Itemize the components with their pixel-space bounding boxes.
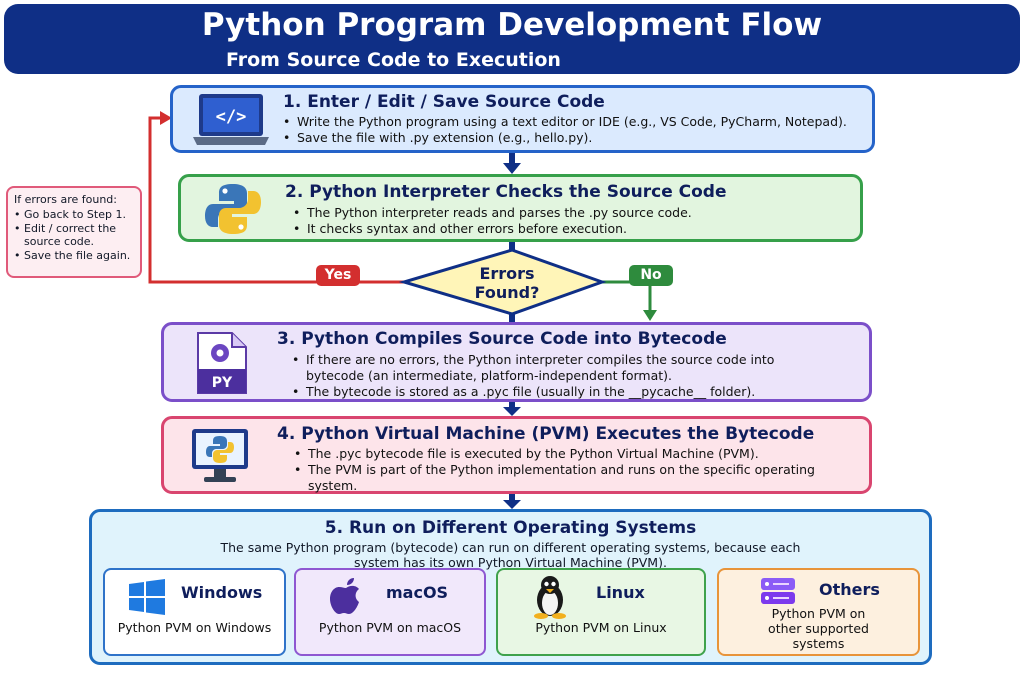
apple-logo-icon bbox=[330, 578, 359, 614]
step3-bullets: If there are no errors, the Python inter… bbox=[292, 352, 832, 400]
no-path-arrowhead bbox=[643, 310, 657, 321]
no-badge: No bbox=[629, 265, 673, 286]
step4-title: 4. Python Virtual Machine (PVM) Executes… bbox=[277, 424, 815, 444]
yes-loop-arrowhead bbox=[160, 111, 172, 125]
windows-logo-icon bbox=[129, 579, 165, 615]
monitor-python-icon bbox=[192, 429, 248, 482]
error-note-item: Save the file again. bbox=[14, 249, 134, 263]
yes-badge: Yes bbox=[316, 265, 360, 286]
step5-description: The same Python program (bytecode) can r… bbox=[220, 540, 801, 570]
os-desc-others: Python PVM on other supported systems bbox=[768, 606, 869, 651]
step3-bullet: If there are no errors, the Python inter… bbox=[292, 352, 832, 384]
step2-title: 2. Python Interpreter Checks the Source … bbox=[285, 182, 727, 202]
server-icon bbox=[761, 578, 795, 604]
error-note-title: If errors are found: bbox=[14, 193, 117, 206]
os-name-linux: Linux bbox=[596, 583, 645, 602]
os-card-others: Others Python PVM on other supported sys… bbox=[717, 568, 920, 656]
error-note-item: Go back to Step 1. bbox=[14, 208, 134, 222]
pyc-file-label: PY bbox=[212, 375, 233, 391]
decision-line1: Errors bbox=[479, 264, 535, 283]
page-subtitle: From Source Code to Execution bbox=[226, 49, 561, 71]
step1-title: 1. Enter / Edit / Save Source Code bbox=[283, 92, 605, 112]
decision-line2: Found? bbox=[474, 283, 540, 302]
os-desc-windows: Python PVM on Windows bbox=[117, 620, 272, 635]
step4-bullet: The .pyc bytecode file is executed by th… bbox=[294, 446, 834, 462]
step3-bullet: The bytecode is stored as a .pyc file (u… bbox=[292, 384, 832, 400]
step5-title: 5. Run on Different Operating Systems bbox=[324, 518, 697, 538]
no-path-line bbox=[602, 280, 652, 312]
arrowhead-step3-step4 bbox=[503, 407, 521, 416]
step4-bullets: The .pyc bytecode file is executed by th… bbox=[294, 446, 834, 494]
step3-box: PY 3. Python Compiles Source Code into B… bbox=[161, 322, 872, 402]
arrowhead-step1-step2 bbox=[503, 163, 521, 174]
os-name-others: Others bbox=[819, 580, 880, 599]
pyc-file-icon: PY bbox=[197, 332, 247, 394]
os-name-macos: macOS bbox=[386, 583, 449, 602]
step2-bullet: The Python interpreter reads and parses … bbox=[293, 205, 692, 221]
linux-tux-icon bbox=[534, 576, 566, 619]
step3-title: 3. Python Compiles Source Code into Byte… bbox=[277, 329, 727, 349]
error-note-item: Edit / correct the source code. bbox=[14, 222, 134, 249]
laptop-code-icon: </> bbox=[193, 94, 269, 145]
svg-text:</>: </> bbox=[216, 107, 247, 127]
step4-bullet: The PVM is part of the Python implementa… bbox=[294, 462, 834, 494]
step1-bullet: Write the Python program using a text ed… bbox=[283, 114, 847, 130]
yes-loop-line bbox=[148, 116, 404, 284]
title-banner: Python Program Development Flow From Sou… bbox=[4, 4, 1020, 74]
decision-diamond bbox=[398, 248, 607, 316]
step1-box: </> 1. Enter / Edit / Save Source Code W… bbox=[170, 85, 875, 153]
os-desc-macos: Python PVM on macOS bbox=[318, 620, 462, 635]
error-note-list: Go back to Step 1. Edit / correct the so… bbox=[14, 208, 134, 262]
decision-label: Errors Found? bbox=[462, 264, 552, 302]
step1-bullet: Save the file with .py extension (e.g., … bbox=[283, 130, 847, 146]
os-card-macos: macOS Python PVM on macOS bbox=[294, 568, 486, 656]
os-name-windows: Windows bbox=[181, 583, 263, 602]
step2-box: 2. Python Interpreter Checks the Source … bbox=[178, 174, 863, 242]
step4-box: 4. Python Virtual Machine (PVM) Executes… bbox=[161, 416, 872, 494]
error-note: If errors are found: Go back to Step 1. … bbox=[6, 186, 142, 278]
os-card-linux: Linux Python PVM on Linux bbox=[496, 568, 706, 656]
step2-bullets: The Python interpreter reads and parses … bbox=[293, 205, 692, 237]
python-logo-icon bbox=[205, 184, 261, 234]
step1-bullets: Write the Python program using a text ed… bbox=[283, 114, 847, 146]
page-title: Python Program Development Flow bbox=[201, 7, 823, 43]
os-desc-linux: Python PVM on Linux bbox=[535, 620, 667, 635]
step2-bullet: It checks syntax and other errors before… bbox=[293, 221, 692, 237]
arrowhead-step4-step5 bbox=[503, 500, 521, 509]
os-card-windows: Windows Python PVM on Windows bbox=[103, 568, 286, 656]
